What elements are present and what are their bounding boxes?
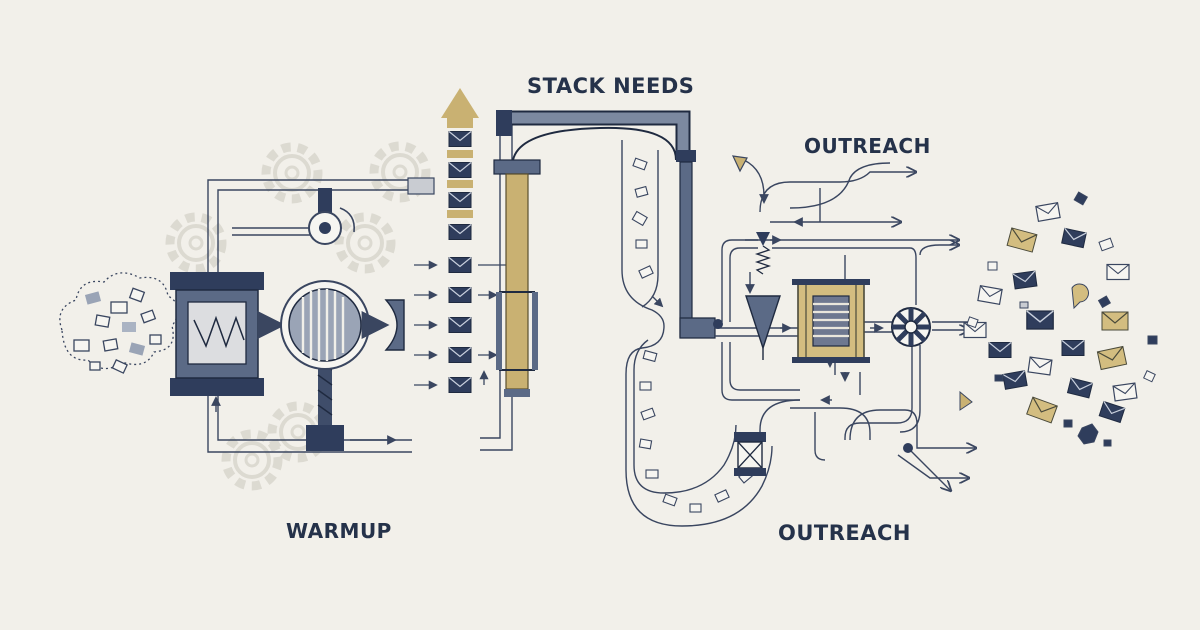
valve-icon	[734, 432, 766, 476]
outreach-network	[715, 162, 975, 490]
heater-unit	[170, 272, 264, 396]
warmup-label: WARMUP	[286, 519, 392, 543]
filter-icon	[280, 188, 370, 451]
warmup-pipes	[207, 120, 513, 453]
envelope-icon	[448, 130, 472, 394]
conveyor-belts	[621, 140, 773, 527]
stack-needs-label: STACK NEEDS	[527, 74, 695, 98]
input-fragments	[59, 272, 179, 374]
envelope-icon	[963, 202, 1138, 424]
arrow-up-icon	[441, 88, 479, 218]
flying-fragments	[966, 191, 1158, 447]
press-unit	[792, 279, 870, 363]
gold-column	[493, 159, 541, 397]
outreach-arrows	[743, 159, 884, 405]
spring-cone	[745, 232, 781, 360]
router-wheel	[891, 307, 931, 347]
conveyor-fragments	[631, 157, 754, 513]
arch-pipe	[496, 110, 716, 339]
outreach-top-label: OUTREACH	[804, 134, 931, 158]
outreach-bottom-label: OUTREACH	[778, 521, 911, 545]
